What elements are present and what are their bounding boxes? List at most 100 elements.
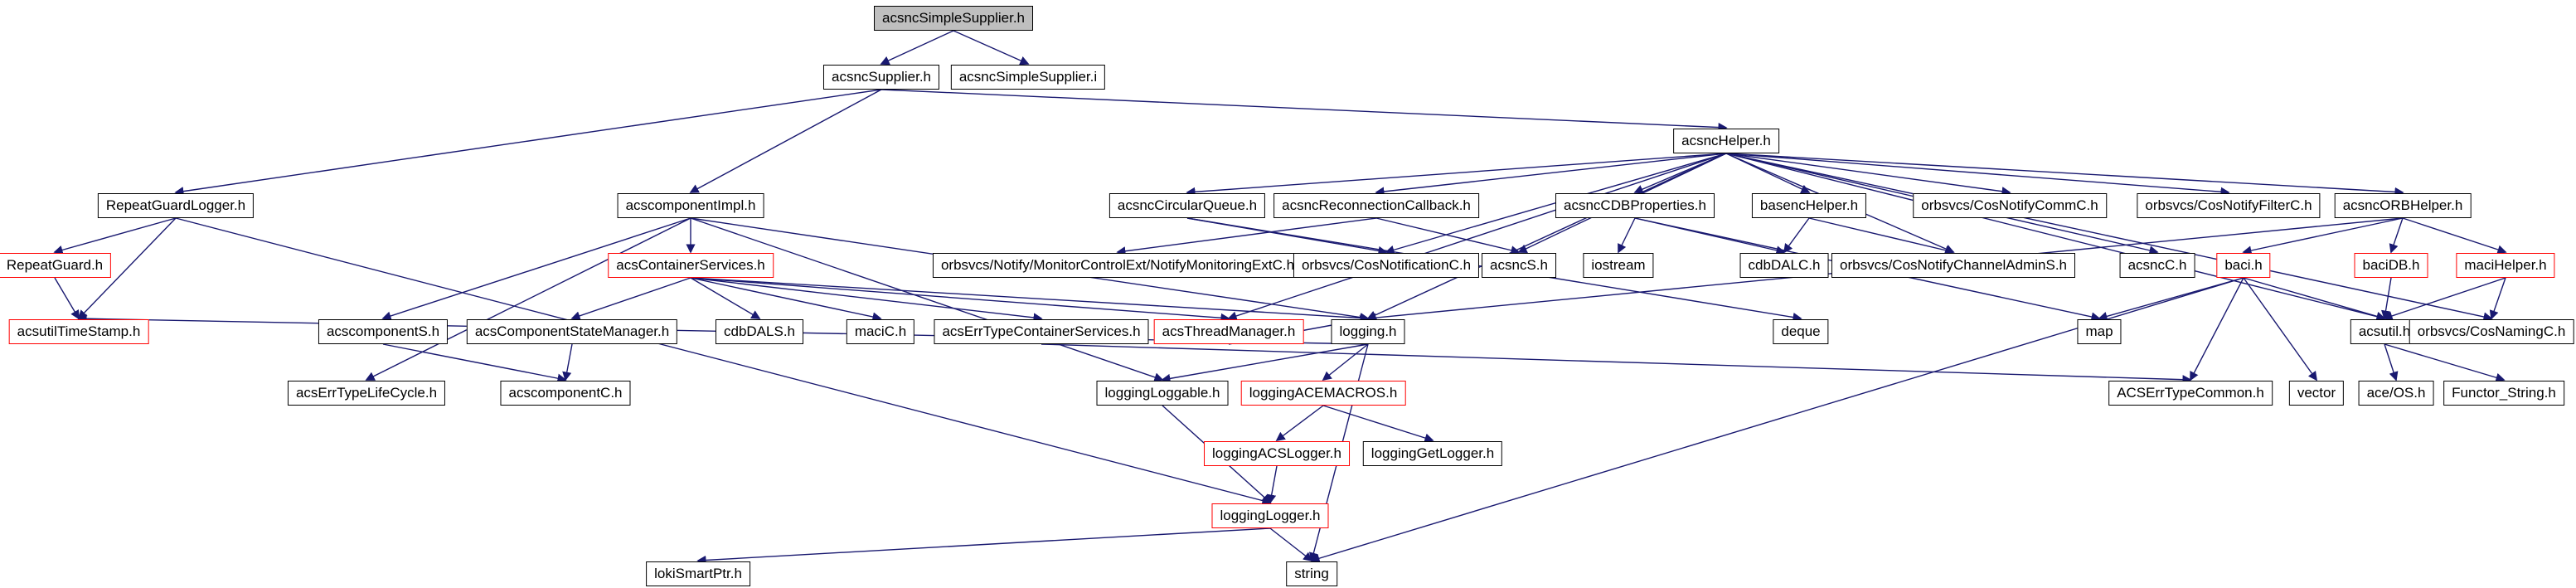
node-acscomponentS-h[interactable]: acscomponentS.h xyxy=(318,319,449,344)
edge-n13-n23 xyxy=(2242,217,2404,255)
node-acsContainerServices-h[interactable]: acsContainerServices.h xyxy=(608,253,774,278)
edge-n46-n48 xyxy=(1267,465,1278,504)
edge-n2-n6 xyxy=(689,89,882,193)
edge-n4-n9 xyxy=(1633,153,1727,194)
node-acsThreadManager-h[interactable]: acsThreadManager.h xyxy=(1153,319,1304,344)
node-orbsvcs-CosNotifyFilterC-h: orbsvcs/CosNotifyFilterC.h xyxy=(2137,193,2321,218)
edge-n15-n33 xyxy=(690,277,1370,323)
edge-n15-n31 xyxy=(690,277,1043,323)
edge-n48-n50 xyxy=(1269,527,1313,562)
node-Functor-String-h: Functor_String.h xyxy=(2443,381,2564,406)
node-acsncC-h[interactable]: acsncC.h xyxy=(2119,253,2195,278)
edge-n9-n20 xyxy=(1634,217,1786,255)
edge-n31-n42 xyxy=(1041,343,2192,385)
node-acsComponentStateManager-h[interactable]: acsComponentStateManager.h xyxy=(466,319,678,344)
edge-n14-n26 xyxy=(54,277,80,320)
edge-n1-n3 xyxy=(953,30,1030,66)
edge-n41-n46 xyxy=(1275,405,1324,442)
node-orbsvcs-CosNotificationC-h: orbsvcs/CosNotificationC.h xyxy=(1293,253,1480,278)
node-basencHelper-h[interactable]: basencHelper.h xyxy=(1751,193,1867,218)
edge-n4-n37 xyxy=(1725,153,2493,322)
edge-n27-n39 xyxy=(382,343,567,383)
node-cdbDALC-h[interactable]: cdbDALC.h xyxy=(1739,253,1829,278)
node-ACSErrTypeCommon-h[interactable]: ACSErrTypeCommon.h xyxy=(2108,381,2273,406)
edge-n15-n28 xyxy=(570,277,691,321)
node-acsncReconnectionCallback-h[interactable]: acsncReconnectionCallback.h xyxy=(1273,193,1479,218)
edge-n25-n36 xyxy=(2383,277,2506,321)
edge-n36-n44 xyxy=(2384,343,2399,381)
edge-n8-n16 xyxy=(1116,217,1377,256)
node-acsncSimpleSupplier-h: acsncSimpleSupplier.h xyxy=(874,6,1033,31)
node-ace-OS-h: ace/OS.h xyxy=(2358,381,2434,406)
edge-n10-n20 xyxy=(1783,217,1810,254)
edge-n6-n38 xyxy=(365,217,691,381)
edge-n33-n41 xyxy=(1322,343,1369,381)
node-acsncHelper-h[interactable]: acsncHelper.h xyxy=(1673,129,1779,153)
edge-n1-n2 xyxy=(880,30,954,66)
node-map: map xyxy=(2077,319,2122,344)
edge-group xyxy=(53,30,2507,566)
edge-n23-n36 xyxy=(2243,277,2386,321)
edge-n15-n32 xyxy=(690,277,1230,323)
node-lokiSmartPtr-h[interactable]: lokiSmartPtr.h xyxy=(646,561,750,586)
node-acsncORBHelper-h[interactable]: acsncORBHelper.h xyxy=(2334,193,2472,218)
edge-n15-n30 xyxy=(690,277,882,322)
node-acsutilTimeStamp-h[interactable]: acsutilTimeStamp.h xyxy=(8,319,149,344)
node-deque: deque xyxy=(1773,319,1829,344)
edge-n4-n33 xyxy=(1366,153,1727,320)
node-acsErrTypeLifeCycle-h[interactable]: acsErrTypeLifeCycle.h xyxy=(287,381,446,406)
edge-n2-n5 xyxy=(174,89,882,197)
node-acsncCircularQueue-h[interactable]: acsncCircularQueue.h xyxy=(1109,193,1266,218)
node-loggingGetLogger-h[interactable]: loggingGetLogger.h xyxy=(1362,441,1503,466)
node-loggingACEMACROS-h[interactable]: loggingACEMACROS.h xyxy=(1240,381,1406,406)
edge-n24-n36 xyxy=(2381,277,2392,320)
node-cdbDALS-h[interactable]: cdbDALS.h xyxy=(716,319,803,344)
edge-n23-n42 xyxy=(2190,277,2244,381)
edge-n4-n32 xyxy=(1227,153,1727,321)
node-acsncS-h[interactable]: acsncS.h xyxy=(1482,253,1556,278)
node-orbsvcs-CosNamingC-h: orbsvcs/CosNamingC.h xyxy=(2409,319,2574,344)
edge-n4-n12 xyxy=(1725,153,2230,197)
edge-n6-n40 xyxy=(690,217,1164,382)
node-orbsvcs-Notify-MonitorControlExt-NotifyMonitoringExtC-h: orbsvcs/Notify/MonitorControlExt/NotifyM… xyxy=(932,253,1303,278)
edge-n13-n25 xyxy=(2402,217,2507,255)
edge-n25-n37 xyxy=(2489,277,2506,320)
node-baciDB-h[interactable]: baciDB.h xyxy=(2354,253,2428,278)
node-RepeatGuardLogger-h[interactable]: RepeatGuardLogger.h xyxy=(97,193,255,218)
node-iostream: iostream xyxy=(1583,253,1654,278)
node-acsncSimpleSupplier-i[interactable]: acsncSimpleSupplier.i xyxy=(950,65,1106,90)
edge-n48-n49 xyxy=(696,527,1271,566)
edge-n4-n10 xyxy=(1725,153,1811,194)
edge-n4-n36 xyxy=(1725,153,2386,322)
edge-n9-n19 xyxy=(1618,217,1636,254)
node-logging-h[interactable]: logging.h xyxy=(1331,319,1405,344)
node-acsncSupplier-h[interactable]: acsncSupplier.h xyxy=(822,65,940,90)
edge-n4-n11 xyxy=(1725,153,2011,197)
node-maciC-h[interactable]: maciC.h xyxy=(846,319,915,344)
node-vector: vector xyxy=(2288,381,2345,406)
node-orbsvcs-CosNotifyChannelAdminS-h: orbsvcs/CosNotifyChannelAdminS.h xyxy=(1831,253,2076,278)
node-acsErrTypeContainerServices-h[interactable]: acsErrTypeContainerServices.h xyxy=(934,319,1149,344)
node-baci-h[interactable]: baci.h xyxy=(2216,253,2271,278)
node-orbsvcs-CosNotifyCommC-h: orbsvcs/CosNotifyCommC.h xyxy=(1913,193,2107,218)
edge-n4-n13 xyxy=(1725,153,2404,197)
edge-n41-n47 xyxy=(1322,405,1434,443)
node-loggingLogger-h[interactable]: loggingLogger.h xyxy=(1211,503,1329,528)
edge-n4-n8 xyxy=(1375,153,1727,197)
node-loggingACSLogger-h[interactable]: loggingACSLogger.h xyxy=(1204,441,1350,466)
edge-n4-n7 xyxy=(1186,153,1727,197)
node-acsncCDBProperties-h[interactable]: acsncCDBProperties.h xyxy=(1555,193,1715,218)
node-acscomponentC-h[interactable]: acscomponentC.h xyxy=(500,381,631,406)
edge-n23-n43 xyxy=(2243,277,2317,381)
edge-n7-n17 xyxy=(1186,217,1388,255)
edge-n15-n29 xyxy=(690,277,761,319)
edge-n36-n45 xyxy=(2384,343,2506,382)
node-RepeatGuard-h[interactable]: RepeatGuard.h xyxy=(0,253,112,278)
edge-n8-n18 xyxy=(1375,217,1521,255)
node-maciHelper-h[interactable]: maciHelper.h xyxy=(2456,253,2555,278)
node-acscomponentImpl-h[interactable]: acscomponentImpl.h xyxy=(617,193,764,218)
node-loggingLoggable-h[interactable]: loggingLoggable.h xyxy=(1096,381,1229,406)
edge-n23-n35 xyxy=(2098,277,2244,321)
